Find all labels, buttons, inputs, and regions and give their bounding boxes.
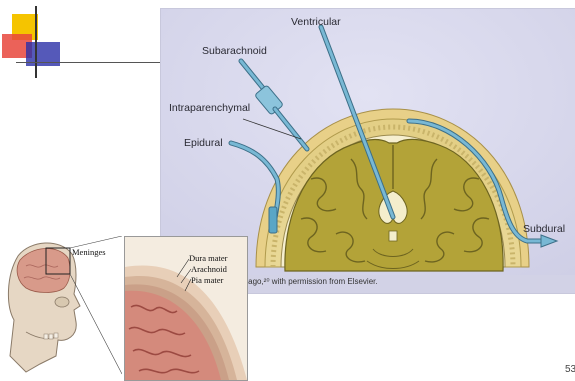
label-arachnoid: Arachnoid — [191, 264, 227, 274]
label-dura-mater: Dura mater — [189, 253, 227, 263]
slide-accent-decoration — [0, 0, 70, 80]
meninges-layers-illustration — [125, 237, 247, 380]
label-meninges: Meninges — [72, 247, 106, 257]
label-pia-mater: Pia mater — [191, 275, 223, 285]
label-ventricular: Ventricular — [291, 16, 341, 28]
accent-vertical-line — [35, 6, 37, 78]
meninges-zoom-figure: Dura mater Arachnoid Pia mater — [124, 236, 248, 381]
label-epidural: Epidural — [184, 137, 223, 149]
accent-horizontal-line — [16, 62, 170, 63]
figure-credit: d Crago,²⁰ with permission from Elsevier… — [233, 277, 378, 286]
head-profile-illustration — [0, 236, 122, 379]
label-subdural: Subdural — [523, 223, 565, 235]
head-profile-figure: Meninges — [0, 236, 122, 379]
slide-number: 53 — [565, 364, 575, 375]
label-intraparenchymal: Intraparenchymal — [169, 102, 250, 114]
label-subarachnoid: Subarachnoid — [202, 45, 267, 57]
